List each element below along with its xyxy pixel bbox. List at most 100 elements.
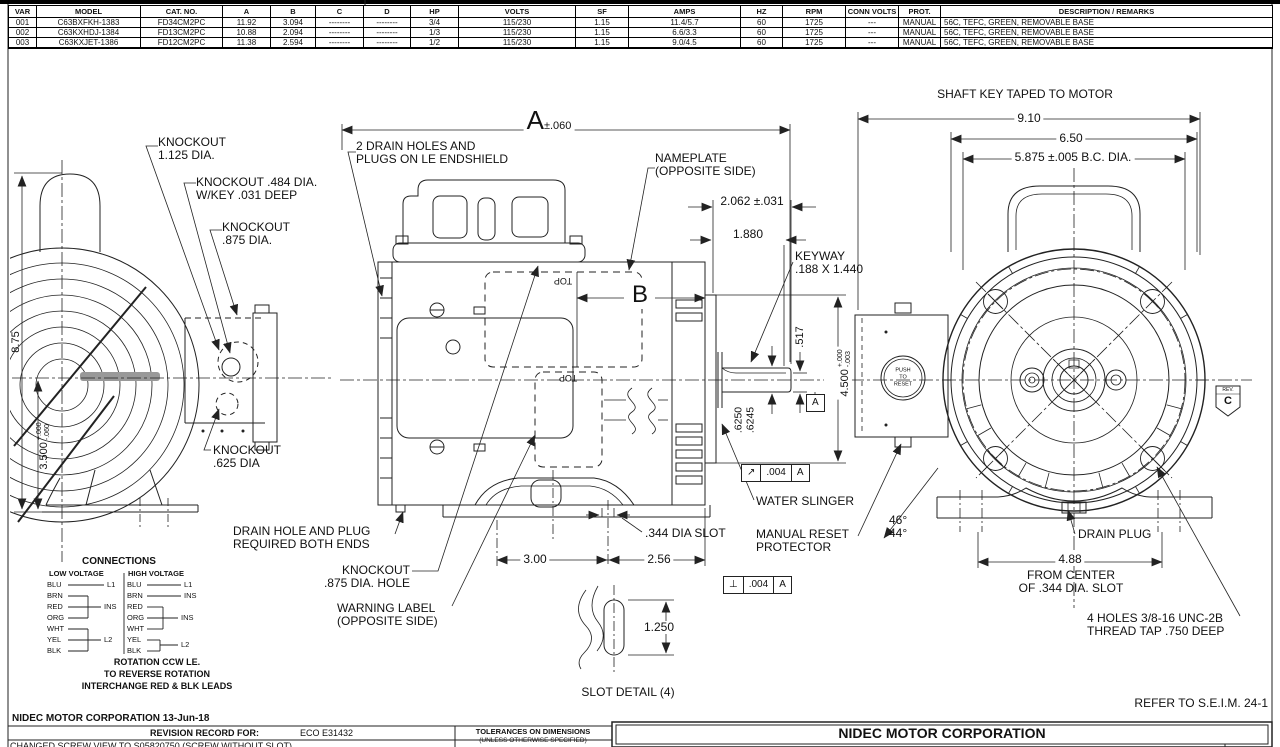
spec-cell-0-9: 1.15: [576, 18, 629, 28]
dim-shaft-1880: 1.880: [729, 227, 767, 242]
dim-overall-length: A±.060: [523, 105, 575, 136]
spec-header-1: MODEL: [37, 6, 141, 18]
dim-foot-256: 2.56: [644, 552, 674, 567]
spec-cell-1-0: 002: [9, 28, 37, 38]
runout-icon: ↗: [742, 465, 762, 481]
spec-cell-1-9: 1.15: [576, 28, 629, 38]
spec-cell-1-2: FD13CM2PC: [141, 28, 223, 38]
callout-nameplate: NAMEPLATE (OPPOSITE SIDE): [655, 151, 756, 179]
warning-top-marker: TOP: [558, 373, 578, 384]
dim-3500-value: 3.500: [37, 442, 50, 470]
spec-cell-0-6: --------: [364, 18, 411, 28]
dim-b-letter: B: [628, 281, 652, 309]
spec-header-2: CAT. NO.: [141, 6, 223, 18]
spec-cell-2-9: 1.15: [576, 38, 629, 48]
wire-low-org: ORG: [47, 613, 65, 622]
spec-cell-0-13: ---: [846, 18, 899, 28]
callout-warning-label: WARNING LABEL (OPPOSITE SIDE): [337, 601, 438, 629]
terminal-high-l1: L1: [184, 580, 193, 589]
terminal-low-l2: L2: [104, 635, 113, 644]
spec-cell-1-12: 1725: [783, 28, 846, 38]
callout-manual-reset: MANUAL RESET PROTECTOR: [756, 527, 849, 555]
runout-tolerance: .004: [761, 465, 792, 481]
callout-drain-plug: DRAIN PLUG: [1078, 527, 1152, 541]
spec-cell-2-6: --------: [364, 38, 411, 48]
spec-cell-1-4: 2.094: [271, 28, 316, 38]
spec-cell-2-7: 1/2: [411, 38, 459, 48]
spec-cell-1-5: --------: [316, 28, 364, 38]
spec-header-11: HZ: [741, 6, 783, 18]
spec-header-8: VOLTS: [459, 6, 576, 18]
note-refer: REFER TO S.E.I.M. 24-1: [1134, 696, 1268, 710]
dim-shaft-dia: .6250 .6245: [732, 406, 756, 434]
spec-cell-2-4: 2.594: [271, 38, 316, 48]
spec-cell-0-1: C63BXFKH-1383: [37, 18, 141, 28]
footer-company-date: NIDEC MOTOR CORPORATION 13-Jun-18: [12, 713, 210, 724]
wire-low-brn: BRN: [47, 591, 63, 600]
datum-flag-letter: A: [812, 397, 819, 408]
gdt-perp-frame: ⊥ .004 A: [723, 576, 792, 594]
push-to-reset-button: PUSH TO RESET: [893, 367, 913, 388]
spec-cell-2-12: 1725: [783, 38, 846, 48]
spec-cell-2-14: MANUAL: [899, 38, 941, 48]
spec-header-15: DESCRIPTION / REMARKS: [941, 6, 1272, 18]
spec-cell-1-15: 56C, TEFC, GREEN, REMOVABLE BASE: [941, 28, 1272, 38]
callout-holes: 4 HOLES 3/8-16 UNC-2B THREAD TAP .750 DE…: [1087, 611, 1225, 639]
spec-header-4: B: [271, 6, 316, 18]
spec-cell-2-3: 11.38: [223, 38, 271, 48]
spec-cell-0-8: 115/230: [459, 18, 576, 28]
spec-cell-2-0: 003: [9, 38, 37, 48]
spec-cell-1-13: ---: [846, 28, 899, 38]
spec-cell-1-10: 6.6/3.3: [629, 28, 741, 38]
wire-high-brn: BRN: [127, 591, 143, 600]
callout-knockout-1125: KNOCKOUT 1.125 DIA.: [158, 135, 227, 163]
dim-key-height: .517: [793, 326, 806, 348]
dim-width-910: 9.10: [1014, 111, 1044, 126]
spec-cell-2-8: 115/230: [459, 38, 576, 48]
runout-datum: A: [796, 467, 804, 478]
dim-a-letter: A: [526, 105, 544, 135]
spec-cell-0-0: 001: [9, 18, 37, 28]
spec-cell-1-6: --------: [364, 28, 411, 38]
callout-knockout-625: KNOCKOUT .625 DIA: [213, 443, 282, 471]
spec-cell-0-7: 3/4: [411, 18, 459, 28]
spec-cell-1-8: 115/230: [459, 28, 576, 38]
wire-low-wht: WHT: [47, 624, 65, 633]
callout-knockout-875: KNOCKOUT .875 DIA.: [222, 220, 291, 248]
rev-flag-label: REV.: [1222, 387, 1234, 393]
wire-low-blu: BLU: [47, 580, 62, 589]
connections-title: CONNECTIONS: [82, 556, 156, 567]
spec-cell-1-14: MANUAL: [899, 28, 941, 38]
wire-low-red: RED: [47, 602, 63, 611]
perp-datum: A: [779, 579, 786, 590]
dim-bc-dia: 5.875 ±.005 B.C. DIA.: [1011, 150, 1135, 165]
dim-a-tol: ±.060: [543, 120, 572, 132]
dim-foot-488-note: FROM CENTER OF .344 DIA. SLOT: [1018, 568, 1124, 596]
dim-rabbet: 4.500+.000 -.003: [823, 346, 853, 400]
dim-3500-tol: +.000 -.060: [36, 422, 51, 441]
dim-rabbet-value: 4.500: [838, 369, 851, 397]
dim-height-3500: 3.500+.000 -.060: [23, 422, 51, 469]
spec-header-5: C: [316, 6, 364, 18]
spec-cell-0-15: 56C, TEFC, GREEN, REMOVABLE BASE: [941, 18, 1272, 28]
dim-angle: 46° 44°: [889, 513, 908, 541]
wire-low-yel: YEL: [47, 635, 62, 644]
wire-high-red: RED: [127, 602, 143, 611]
note-shaft-key: SHAFT KEY TAPED TO MOTOR: [937, 87, 1113, 101]
connections-notes: ROTATION CCW LE. TO REVERSE ROTATION INT…: [81, 657, 233, 692]
spec-cell-2-1: C63KXJET-1386: [37, 38, 141, 48]
spec-header-12: RPM: [783, 6, 846, 18]
spec-header-7: HP: [411, 6, 459, 18]
terminal-high-ins1: INS: [184, 591, 197, 600]
perp-tolerance: .004: [744, 577, 775, 593]
spec-cell-2-5: --------: [316, 38, 364, 48]
spec-cell-2-11: 60: [741, 38, 783, 48]
footer-company-title: NIDEC MOTOR CORPORATION: [838, 725, 1046, 741]
wire-high-blk: BLK: [127, 646, 142, 655]
spec-header-0: VAR: [9, 6, 37, 18]
rev-flag-value: C: [1224, 395, 1232, 407]
spec-cell-0-5: --------: [316, 18, 364, 28]
spec-cell-1-3: 10.88: [223, 28, 271, 38]
callout-water-slinger: WATER SLINGER: [756, 494, 855, 508]
spec-cell-0-12: 1725: [783, 18, 846, 28]
